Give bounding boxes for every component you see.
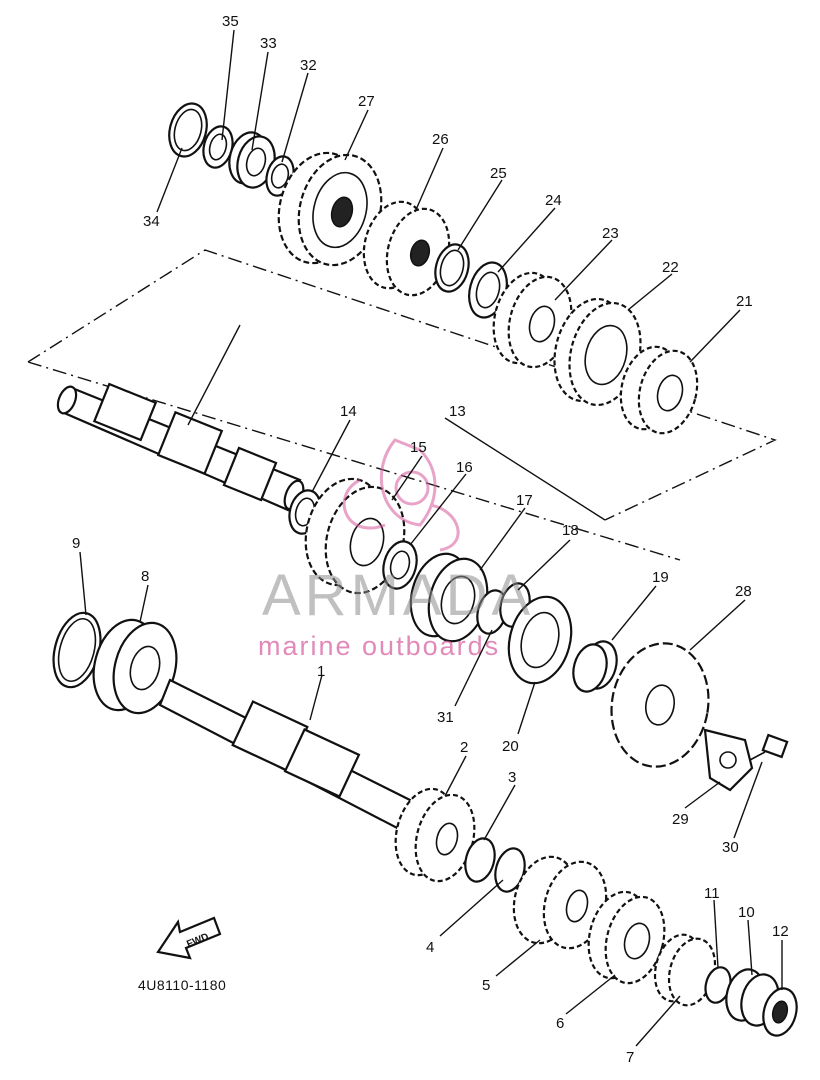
part-19-collar bbox=[572, 640, 618, 693]
callouts: 35 33 32 34 27 26 25 24 23 22 21 14 13 1… bbox=[72, 13, 789, 1066]
callout-9: 9 bbox=[72, 535, 80, 552]
callout-6: 6 bbox=[556, 1015, 564, 1032]
part-24-washer bbox=[468, 261, 508, 319]
part-3-washer bbox=[464, 837, 496, 883]
part-12-oil-seal bbox=[762, 987, 798, 1037]
callout-29: 29 bbox=[672, 811, 689, 828]
watermark-logo-icon bbox=[342, 438, 460, 552]
callout-21: 21 bbox=[736, 293, 753, 310]
part-30-bolt bbox=[749, 733, 789, 761]
part-1-drive-axle bbox=[158, 678, 422, 834]
callout-32: 32 bbox=[300, 57, 317, 74]
callout-24: 24 bbox=[545, 192, 562, 209]
part-9-circlip bbox=[52, 611, 102, 689]
callout-16: 16 bbox=[456, 459, 473, 476]
callout-12: 12 bbox=[772, 923, 789, 940]
part-13-main-axle bbox=[56, 382, 305, 512]
fwd-arrow-icon: FWD bbox=[156, 916, 222, 960]
callout-26: 26 bbox=[432, 131, 449, 148]
callout-7: 7 bbox=[626, 1049, 634, 1066]
callout-8: 8 bbox=[141, 568, 149, 585]
watermark-tagline: marine outboards bbox=[258, 631, 500, 661]
callout-33: 33 bbox=[260, 35, 277, 52]
callout-31: 31 bbox=[437, 709, 454, 726]
callout-1: 1 bbox=[317, 663, 325, 680]
part-16-collar bbox=[382, 540, 418, 590]
watermark-brand: ARMADA bbox=[262, 563, 534, 628]
callout-18: 18 bbox=[562, 522, 579, 539]
callout-17: 17 bbox=[516, 492, 533, 509]
callout-3: 3 bbox=[508, 769, 516, 786]
callout-5: 5 bbox=[482, 977, 490, 994]
part-34-circlip bbox=[168, 102, 208, 158]
part-21-gear bbox=[619, 345, 699, 435]
callout-35: 35 bbox=[222, 13, 239, 30]
callout-10: 10 bbox=[738, 904, 755, 921]
callout-20: 20 bbox=[502, 738, 519, 755]
part-28-sprocket bbox=[610, 642, 710, 768]
callout-13: 13 bbox=[449, 403, 466, 420]
callout-2: 2 bbox=[460, 739, 468, 756]
part-25-circlip bbox=[434, 243, 470, 293]
part-17-bearing bbox=[409, 552, 489, 643]
diagram-code: 4U8110-1180 bbox=[138, 977, 226, 993]
callout-22: 22 bbox=[662, 259, 679, 276]
callout-30: 30 bbox=[722, 839, 739, 856]
callout-28: 28 bbox=[735, 583, 752, 600]
callout-4: 4 bbox=[426, 939, 434, 956]
part-8-bearing bbox=[92, 618, 178, 715]
callout-23: 23 bbox=[602, 225, 619, 242]
part-20-bearing bbox=[507, 595, 573, 685]
callout-15: 15 bbox=[410, 439, 427, 456]
callout-25: 25 bbox=[490, 165, 507, 182]
callout-14: 14 bbox=[340, 403, 357, 420]
callout-19: 19 bbox=[652, 569, 669, 586]
leader-lines bbox=[79, 29, 783, 1047]
part-29-lock-washer bbox=[703, 728, 754, 792]
callout-11: 11 bbox=[704, 885, 720, 902]
part-26-gear bbox=[362, 200, 451, 297]
watermark: ARMADA marine outboards bbox=[258, 438, 534, 661]
callout-27: 27 bbox=[358, 93, 375, 110]
callout-34: 34 bbox=[143, 213, 160, 230]
part-6-gear bbox=[587, 890, 666, 985]
